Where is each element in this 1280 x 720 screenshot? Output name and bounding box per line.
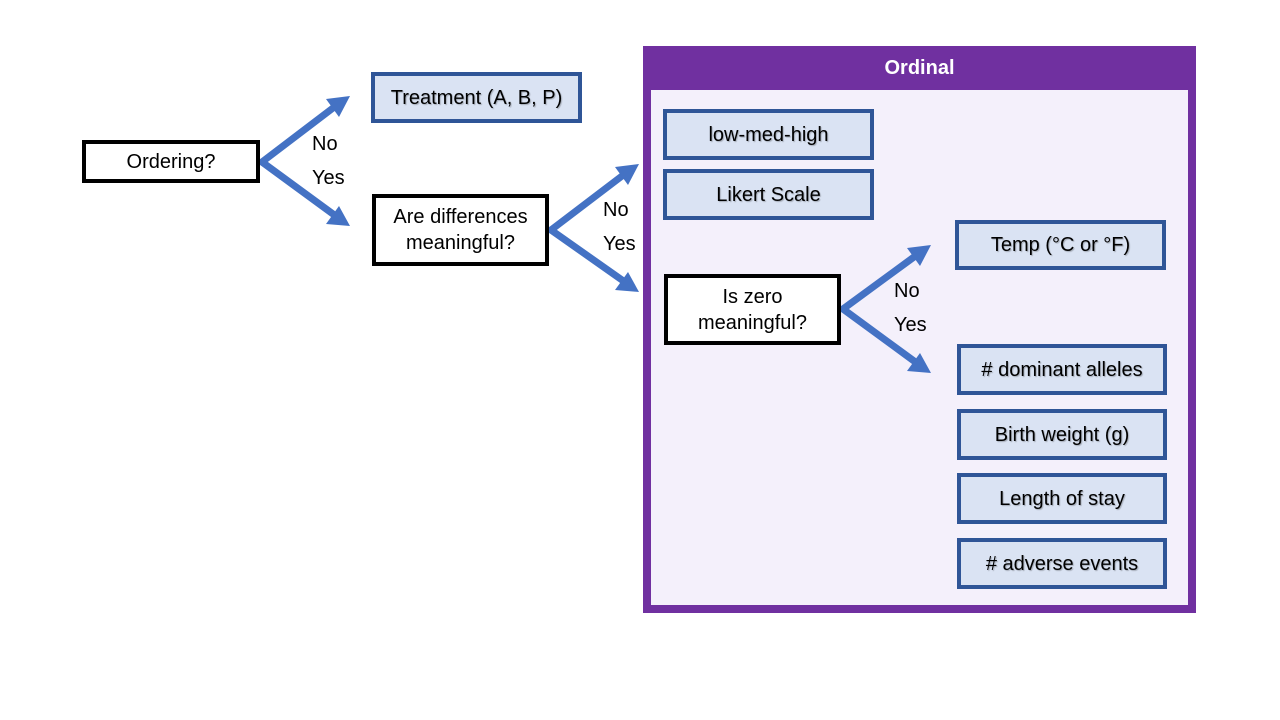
arrow-zero-yes	[839, 305, 931, 373]
leaf-treatment: Treatment (A, B, P)	[371, 72, 582, 123]
arrow-zero-no	[839, 245, 931, 313]
label-yes-zero: Yes	[894, 314, 927, 336]
leaf-length-of-stay: Length of stay	[957, 473, 1167, 524]
ordinal-title: Ordinal	[884, 56, 955, 79]
leaf-birth-weight: Birth weight (g)	[957, 409, 1167, 460]
label-no-ordering: No	[312, 133, 338, 155]
label-no-differences: No	[603, 199, 629, 221]
leaf-adverse-events: # adverse events	[957, 538, 1167, 589]
label-no-zero: No	[894, 280, 920, 302]
label-yes-ordering: Yes	[312, 167, 345, 189]
leaf-temp: Temp (°C or °F)	[955, 220, 1166, 270]
leaf-dominant-alleles: # dominant alleles	[957, 344, 1167, 395]
leaf-low-med-high: low-med-high	[663, 109, 874, 160]
question-ordering: Ordering?	[82, 140, 260, 183]
arrow-ordering-no	[258, 96, 350, 166]
leaf-likert-scale: Likert Scale	[663, 169, 874, 220]
arrow-differences-yes	[547, 226, 639, 292]
label-yes-differences: Yes	[603, 233, 636, 255]
question-zero: Is zero meaningful?	[664, 274, 841, 345]
arrow-differences-no	[547, 164, 639, 234]
arrow-ordering-yes	[258, 158, 350, 226]
ordinal-frame: Ordinal	[643, 46, 1196, 613]
question-differences: Are differences meaningful?	[372, 194, 549, 266]
